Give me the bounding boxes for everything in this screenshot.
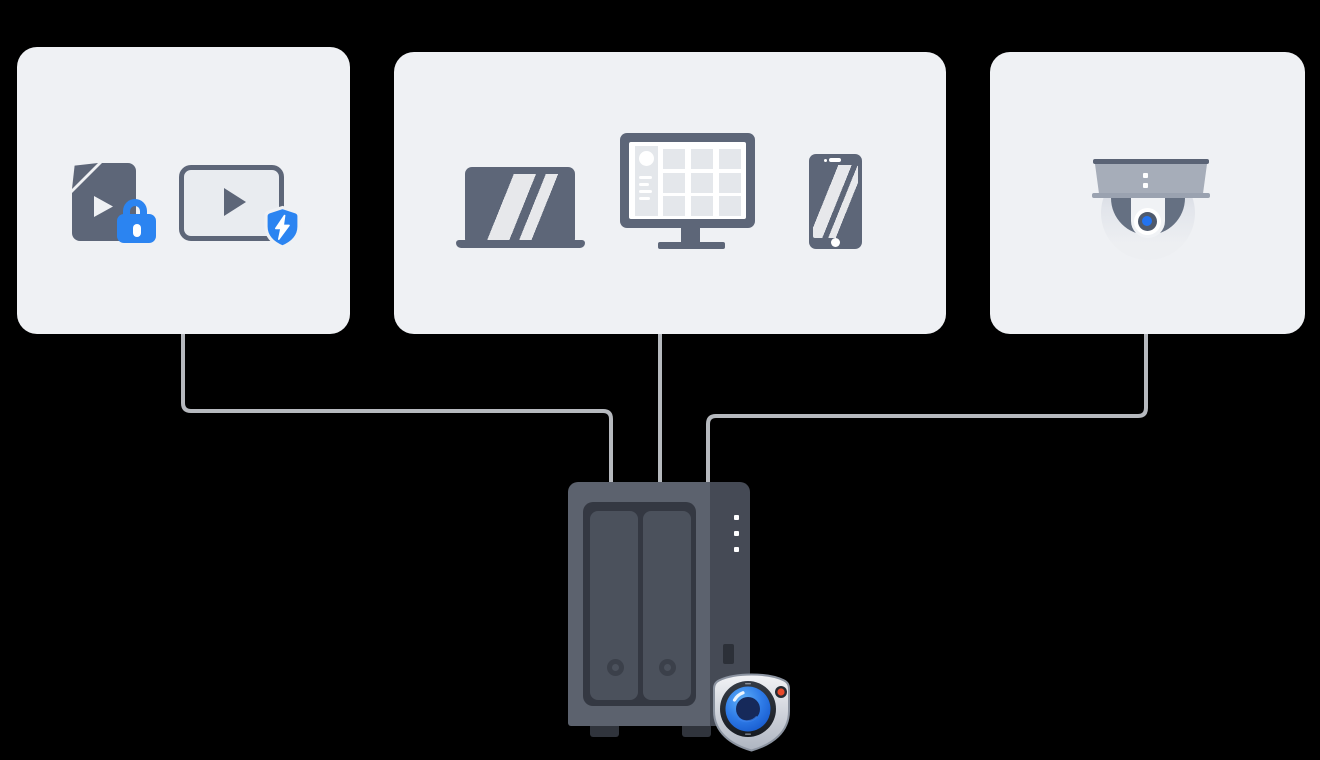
camera-housing-lip bbox=[1092, 193, 1210, 198]
grid-tile bbox=[691, 149, 713, 169]
nas-foot bbox=[590, 726, 619, 737]
grid-tile bbox=[691, 196, 713, 216]
card-ip-camera bbox=[990, 52, 1305, 334]
grid-tile bbox=[663, 172, 685, 193]
phone-home-button bbox=[831, 238, 840, 247]
grid-tile bbox=[691, 172, 713, 193]
nas-drive-bay bbox=[590, 511, 638, 700]
grid-tile bbox=[719, 172, 741, 193]
grid-tile bbox=[663, 149, 685, 169]
flash-bolt-glyph bbox=[275, 214, 290, 240]
status-led bbox=[734, 515, 739, 520]
usb-port bbox=[723, 644, 734, 664]
badge-lens-mark bbox=[745, 683, 751, 685]
laptop-screen bbox=[472, 174, 568, 241]
nas-bay-frame bbox=[583, 502, 696, 706]
nas-bay-screw bbox=[607, 659, 624, 676]
camera-housing bbox=[1095, 164, 1207, 193]
smartphone-icon bbox=[809, 154, 862, 249]
phone-screen bbox=[813, 165, 858, 238]
grid-tile bbox=[663, 196, 685, 216]
lock-keyhole bbox=[133, 224, 141, 237]
phone-camera-dot bbox=[824, 158, 827, 162]
connector-right bbox=[706, 334, 1148, 485]
avatar bbox=[639, 151, 654, 166]
sidebar-line bbox=[639, 197, 650, 200]
surveillance-camera-shield-icon bbox=[713, 673, 790, 752]
lock-shackle bbox=[123, 199, 147, 217]
badge-lens-mark bbox=[745, 733, 751, 735]
status-led bbox=[734, 547, 739, 552]
status-led bbox=[734, 531, 739, 536]
sidebar-line bbox=[639, 190, 652, 193]
camera-mount-bar bbox=[1093, 159, 1209, 164]
thumbnail-grid bbox=[663, 149, 741, 216]
badge-record-led bbox=[777, 688, 785, 696]
camera-status-dot bbox=[1143, 173, 1148, 178]
laptop-base bbox=[456, 240, 585, 248]
nas-bay-screw bbox=[659, 659, 676, 676]
card-protected-media bbox=[17, 47, 350, 334]
card-client-devices bbox=[394, 52, 946, 334]
connector-left bbox=[181, 334, 613, 485]
grid-tile bbox=[719, 149, 741, 169]
monitor-screen bbox=[629, 142, 746, 219]
desktop-monitor-icon bbox=[620, 133, 755, 228]
monitor-neck bbox=[681, 228, 700, 242]
camera-lens-iris bbox=[1142, 216, 1152, 226]
camera-status-dot bbox=[1143, 183, 1148, 188]
nas-foot bbox=[682, 726, 711, 737]
phone-speaker bbox=[829, 158, 841, 162]
sidebar-line bbox=[639, 176, 652, 179]
monitor-stand bbox=[658, 242, 725, 249]
badge-lens-pupil bbox=[736, 697, 760, 721]
sidebar-line bbox=[639, 183, 649, 186]
nas-drive-bay bbox=[643, 511, 691, 700]
monitor-sidebar bbox=[635, 146, 658, 216]
grid-tile bbox=[719, 196, 741, 216]
nas-2bay-icon bbox=[568, 482, 750, 737]
shield-flash-icon bbox=[264, 205, 301, 249]
badge-highlight bbox=[732, 691, 745, 702]
badge-pupil-glint bbox=[737, 715, 758, 723]
